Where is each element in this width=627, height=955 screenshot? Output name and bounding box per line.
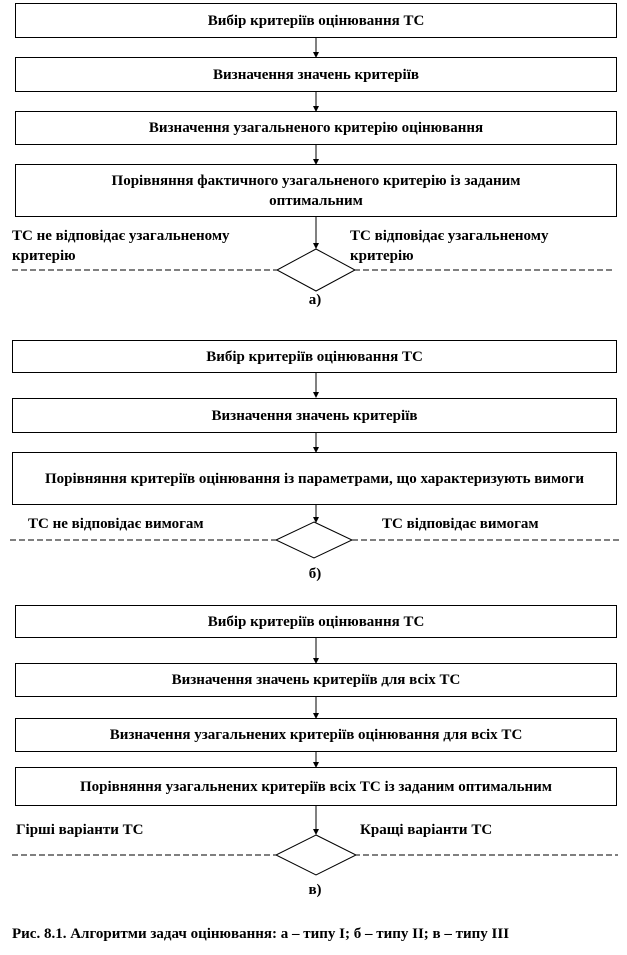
c-step-select-criteria: Вибір критеріїв оцінювання ТС (15, 605, 617, 638)
c-step1-text: Вибір критеріїв оцінювання ТС (207, 613, 425, 630)
a-step-determine-values: Визначення значень критеріїв (15, 57, 617, 92)
a-step-select-criteria: Вибір критеріїв оцінювання ТС (15, 3, 617, 38)
c-step3-text: Визначення узагальнених критеріїв оцінюв… (109, 727, 523, 743)
b-step-compare: Порівняння критеріїв оцінювання із парам… (12, 452, 617, 505)
b-step-select-criteria: Вибір критеріїв оцінювання ТС (12, 340, 617, 373)
b-step2-text: Визначення значень критеріїв (211, 407, 418, 424)
a-step-compare: Порівняння фактичного узагальненого крит… (15, 164, 617, 217)
a-step4-text: Порівняння фактичного узагальненого крит… (111, 172, 521, 209)
a-step1-text: Вибір критеріїв оцінювання ТС (207, 12, 425, 29)
a-step2-text: Визначення значень критеріїв (213, 66, 419, 83)
b-step1-text: Вибір критеріїв оцінювання ТС (206, 348, 423, 365)
a-letter: а) (308, 292, 322, 308)
c-step-generalized-criteria: Визначення узагальнених критеріїв оцінюв… (15, 718, 617, 752)
c-step4-text: Порівняння узагальнених критеріїв всіх Т… (79, 778, 553, 795)
b-letter: б) (308, 566, 322, 582)
figure-caption: Рис. 8.1. Алгоритми задач оцінювання: а … (12, 926, 510, 942)
b-right-outcome: ТС відповідає вимогам (382, 516, 539, 532)
b-step3-text: Порівняння критеріїв оцінювання із парам… (44, 470, 585, 487)
c-step-compare: Порівняння узагальнених критеріїв всіх Т… (15, 767, 617, 806)
b-step-determine-values: Визначення значень критеріїв (12, 398, 617, 433)
a-step3-text: Визначення узагальненого критерію оцінюв… (148, 120, 484, 136)
b-left-outcome: ТС не відповідає вимогам (28, 516, 204, 532)
a-right-outcome: ТС відповідає узагальненому критерію (350, 228, 549, 264)
c-step2-text: Визначення значень критеріїв для всіх ТС (171, 672, 461, 688)
c-left-outcome: Гірші варіанти ТС (16, 822, 144, 838)
c-letter: в) (308, 882, 322, 898)
c-step-determine-values: Визначення значень критеріїв для всіх ТС (15, 663, 617, 697)
a-left-outcome: ТС не відповідає узагальненому критерію (12, 228, 230, 264)
c-right-outcome: Кращі варіанти ТС (360, 822, 493, 838)
a-step-generalized-criterion: Визначення узагальненого критерію оцінюв… (15, 111, 617, 145)
